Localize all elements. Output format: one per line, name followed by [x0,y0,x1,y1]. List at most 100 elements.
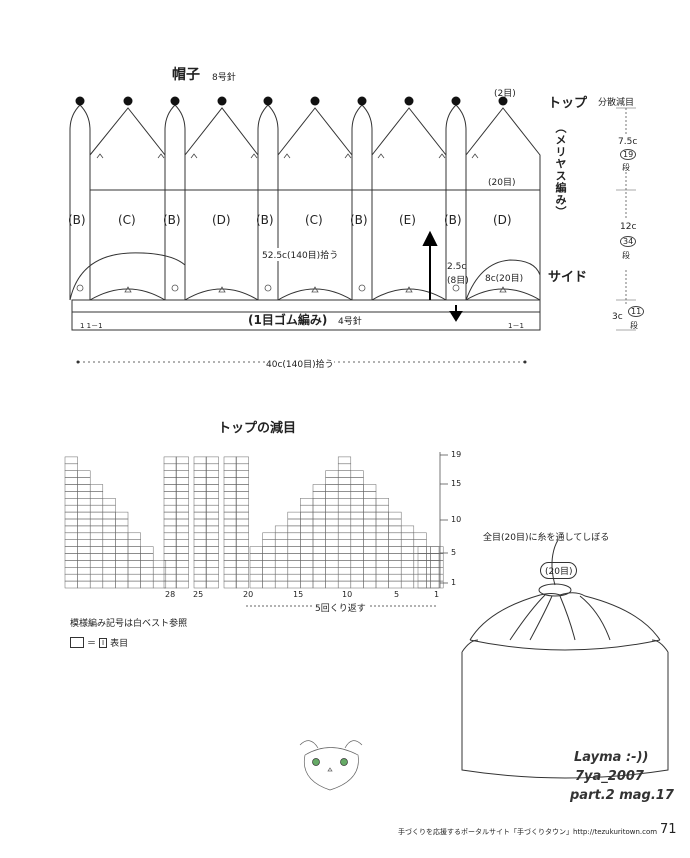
chart-cell [175,560,189,568]
panel-label: (D) [212,213,231,227]
chart-cell [375,546,389,554]
chart-cell [102,560,116,568]
chart-cell [337,546,352,554]
chart-cell [375,532,389,540]
chart-cell [413,553,427,561]
chart-cell [77,491,91,499]
chart-cell [235,477,249,485]
chart-cell [175,498,189,506]
chart-cell [163,504,177,513]
page-number: 71 [660,822,677,837]
legend-eq: ＝ [87,639,97,649]
ribbing-label: (1目ゴム編み) [248,313,328,327]
chart-cell [325,491,339,499]
b-width-cm: 2.5c [447,262,467,272]
chart-cell [235,498,249,506]
chart-cell [325,546,339,554]
chart-cell [205,539,219,547]
chart-cell [249,553,263,561]
chart-cell [89,546,104,554]
chart-cell [388,546,402,554]
chart-cell [400,573,415,582]
chart-cell [350,580,364,589]
chart-cell [287,560,301,568]
chart-cell [64,511,78,520]
chart-cell [235,456,249,465]
chart-cell [300,573,314,582]
chart-cell [102,525,116,534]
chart-cell [388,532,402,540]
chart-cell [388,567,402,575]
chart-cell [350,511,364,520]
chart-cell [375,511,389,520]
chart-cell [350,532,364,540]
chart-cell [300,553,314,561]
chart-cell [163,498,177,506]
chart-cell [312,484,326,492]
chart-cell [102,573,116,582]
chart-cell [262,560,276,568]
chart-cell [350,470,364,478]
row-label: 19 [451,450,462,459]
chart-cell [274,546,289,554]
watermark-line: part.2 mag.17 [570,788,674,803]
chart-cell [77,532,91,540]
chart-cell [175,504,189,513]
chart-cell [175,580,189,589]
chart-cell [325,518,339,527]
chart-cell [274,567,289,575]
chart-cell [163,463,177,471]
chart-cell [312,504,326,513]
dim-cm: 12c [620,222,637,232]
chart-cell [77,560,91,568]
chart-cell [287,511,301,520]
panel-label: (C) [118,213,136,227]
chart-cell [388,518,402,527]
chart-cell [115,518,129,527]
chart-cell [140,560,154,568]
chart-cell [193,477,207,485]
panel-label: (E) [399,213,416,227]
watermark-line: Layma :-)) [574,750,649,765]
row-label: 15 [451,479,462,488]
dim-rows: 19 [620,149,637,160]
chart-cell [175,477,189,485]
chart-cell [77,567,91,575]
chart-cell [337,539,352,547]
chart-cell [325,553,339,561]
hat-needle: 8号針 [212,73,236,83]
chart-cell [312,546,326,554]
chart-cell [388,580,402,589]
chart-cell [350,525,364,534]
chart-cell [287,573,301,582]
chart-cell [430,573,444,582]
chart-cell [287,518,301,527]
chart-cell [375,580,389,589]
chart-cell [127,580,141,589]
chart-cell [64,525,78,534]
chart-cell [89,539,104,547]
legend-text: 表目 [110,639,129,649]
chart-cell [77,484,91,492]
chart-cell [325,498,339,506]
b-column-3 [257,104,279,300]
panel-label: (D) [493,213,512,227]
chart-cell [163,539,177,547]
chart-cell [363,553,377,561]
chart-cell [223,491,237,499]
twenty-count: (20目) [488,178,516,188]
chart-cell [102,532,116,540]
chart-cell [363,580,377,589]
chart-cell [163,511,177,520]
decrease-chart-grid [64,456,444,589]
chart-cell [193,567,207,575]
chart-cell [274,580,289,589]
chart-cell [325,470,339,478]
legend-symbol: Ⅰ [99,637,108,648]
finish-count: (20目) [540,562,578,579]
chart-cell [223,463,237,471]
chart-cell [312,573,326,582]
chart-cell [430,546,444,554]
chart-cell [77,477,91,485]
